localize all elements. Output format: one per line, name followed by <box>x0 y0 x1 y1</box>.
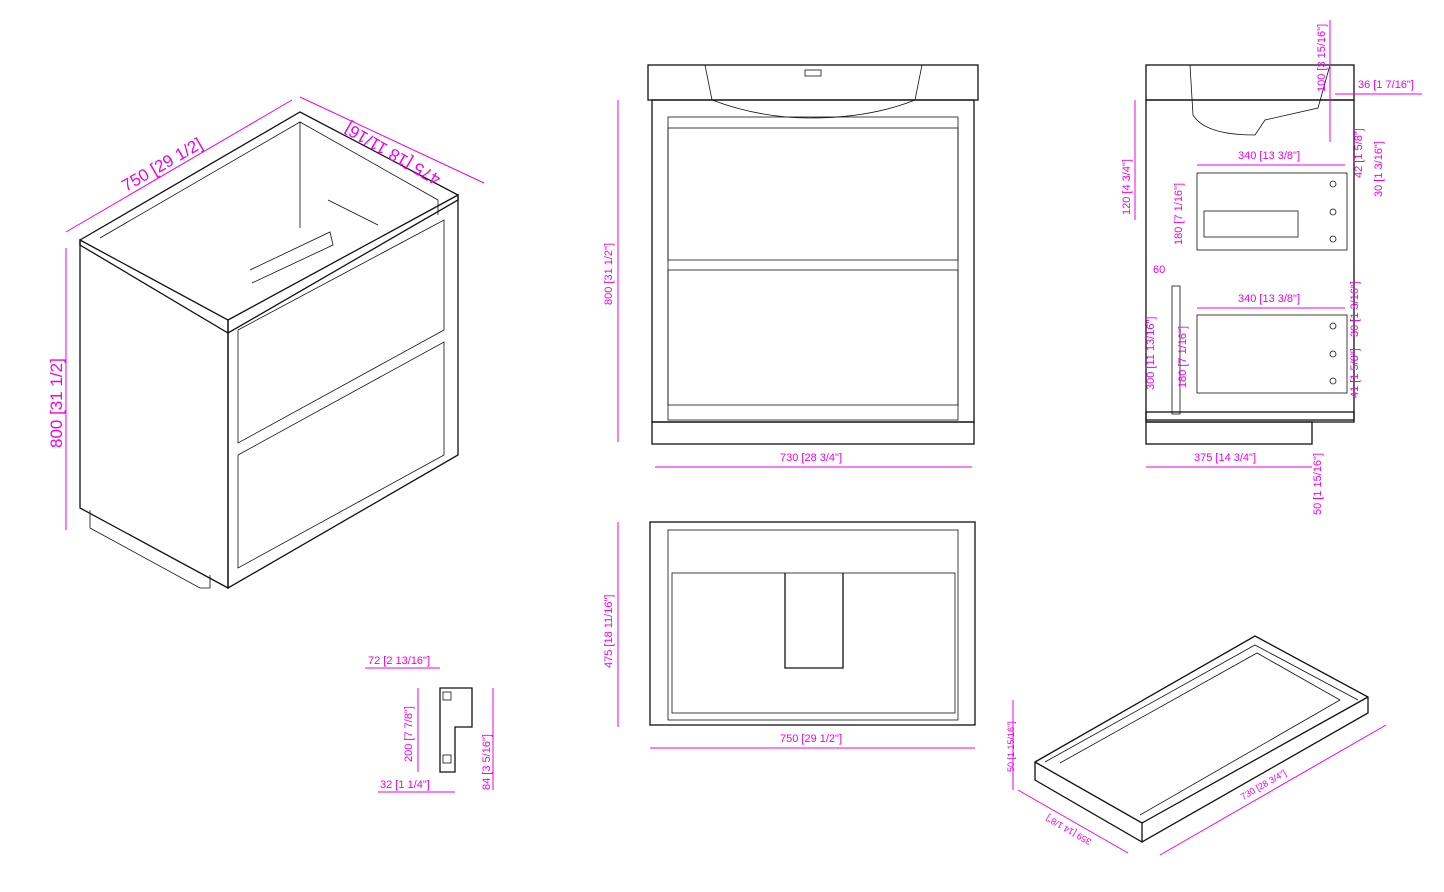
plinth-isometric-view: 50 [1 15/16"] 359 [14 1/8"] 730 [28 3/4"… <box>1006 635 1387 856</box>
drawer-height-bottom-dim: 180 [7 1/16"] <box>1177 326 1189 388</box>
lower-height-dim: 300 [11 13/16"] <box>1145 317 1157 390</box>
bracket-offset-dim: 84 [3 5/16"] <box>481 734 493 790</box>
gap-mid-dim: 30 [1 3/16"] <box>1349 281 1361 337</box>
front-width-dim: 730 [28 3/4"] <box>780 452 842 464</box>
iso-height-dim: 800 [31 1/2] <box>47 358 66 448</box>
plinth-height-dim: 50 [1 15/16"] <box>1006 721 1016 772</box>
front-elevation-view: 800 [31 1/2"] 730 [28 3/4"] <box>603 64 979 468</box>
gap-top-b-dim: 30 [1 3/16"] <box>1373 141 1385 197</box>
bracket-thickness-dim: 32 [1 1/4"] <box>380 779 430 791</box>
side-section-view: 100 [3 15/16"] 36 [1 7/16"] 120 [4 3/4"]… <box>1121 20 1422 515</box>
bracket-height-dim: 200 [7 7/8"] <box>403 706 415 762</box>
iso-width-dim: 750 [29 1/2] <box>119 134 206 195</box>
drawer-depth-top-dim: 340 [13 3/8"] <box>1238 150 1300 162</box>
drawer-depth-bottom-dim: 340 [13 3/8"] <box>1238 293 1300 305</box>
bracket-width-dim: 72 [2 13/16"] <box>368 655 430 667</box>
bracket-detail: 72 [2 13/16"] 200 [7 7/8"] 32 [1 1/4"] 8… <box>365 655 494 793</box>
top-plan-view: 475 [18 11/16"] 750 [29 1/2"] <box>603 521 976 749</box>
top-width-dim: 750 [29 1/2"] <box>780 733 842 745</box>
drawer-height-top-dim: 180 [7 1/16"] <box>1173 183 1185 245</box>
top-rail-dim: 120 [4 3/4"] <box>1121 159 1133 215</box>
rail-offset-dim: 60 <box>1153 264 1165 276</box>
plinth-height-dim: 50 [1 15/16"] <box>1312 453 1324 515</box>
gap-bottom-dim: 41 [1 5/8"] <box>1349 348 1361 398</box>
front-height-dim: 800 [31 1/2"] <box>603 243 615 305</box>
gap-top-a-dim: 42 [1 5/8"] <box>1353 128 1365 178</box>
top-overhang-dim: 36 [1 7/16"] <box>1358 79 1414 91</box>
basin-depth-dim: 100 [3 15/16"] <box>1316 24 1328 92</box>
top-depth-dim: 475 [18 11/16"] <box>603 595 615 668</box>
isometric-cabinet-view: 750 [29 1/2] 475 [18 11/16] 800 [31 1/2] <box>47 96 485 590</box>
plinth-depth-dim: 359 [14 1/8"] <box>1044 813 1093 847</box>
base-depth-dim: 375 [14 3/4"] <box>1194 452 1256 464</box>
